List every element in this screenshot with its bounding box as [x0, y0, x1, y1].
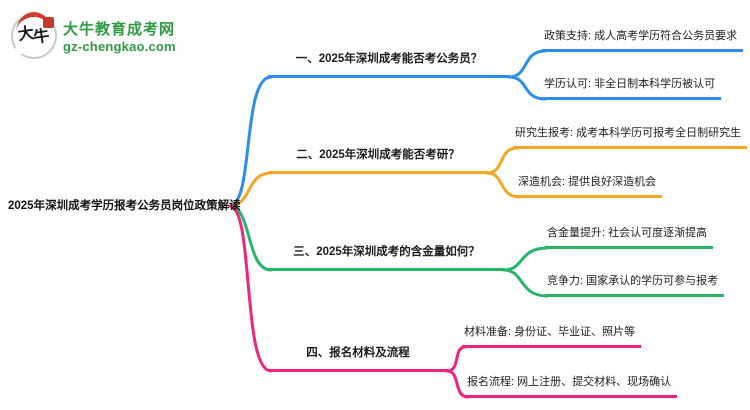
- branch-4-leaf-1: 材料准备: 身份证、毕业证、照片等: [462, 324, 642, 348]
- branch-3-fork-bottom: [502, 268, 549, 298]
- branch-2-label: 二、2025年深圳成考能否考研？: [268, 147, 488, 174]
- branch-4-leaf-2: 报名流程: 网上注册、提交材料、现场确认: [465, 374, 678, 398]
- root-connector-branch-4: [228, 204, 273, 373]
- branch-2-fork-top: [485, 146, 519, 175]
- daniu-bull-logo-icon: 大牛: [11, 12, 57, 59]
- logo-text-block: 大牛教育成考网 gz-chengkao.com: [63, 20, 176, 55]
- branch-2-leaf-2: 深造机会: 提供良好深造机会: [516, 174, 663, 198]
- branch-1-leaf-2: 学历认可: 非全日制本科学历被认可: [542, 76, 722, 100]
- site-logo[interactable]: 大牛 大牛教育成考网 gz-chengkao.com: [11, 12, 176, 59]
- logo-red-arc: [16, 12, 52, 33]
- branch-3-leaf-2: 竞争力: 国家承认的学历可参与报考: [545, 273, 725, 297]
- site-name: 大牛教育成考网: [63, 21, 176, 38]
- branch-1-fork-top: [507, 49, 547, 79]
- branch-1-leaf-1: 政策支持: 成人高考学历符合公务员要求: [542, 28, 744, 52]
- site-domain: gz-chengkao.com: [63, 39, 176, 54]
- branch-4-fork-top: [445, 345, 467, 373]
- branch-2-leaf-1: 研究生报考: 成考本科学历可报考全日制研究生: [513, 125, 748, 149]
- root-connector-branch-3: [228, 204, 273, 272]
- logo-red-seal-icon: [43, 17, 54, 28]
- branch-4-label: 四、报名材料及流程: [268, 345, 448, 372]
- branch-1-fork-bottom: [507, 75, 547, 101]
- branch-3-label: 三、2025年深圳成考的含金量如何？: [268, 244, 505, 271]
- branch-3-leaf-1: 含金量提升: 社会认可度逐渐提高: [545, 225, 714, 249]
- root-connector-branch-1: [228, 75, 273, 208]
- branch-3-fork-top: [502, 246, 549, 272]
- branch-1-label: 一、2025年深圳成考能否考公务员？: [268, 51, 510, 78]
- mindmap-root-title: 2025年深圳成考学历报考公务员岗位政策解读: [8, 200, 241, 212]
